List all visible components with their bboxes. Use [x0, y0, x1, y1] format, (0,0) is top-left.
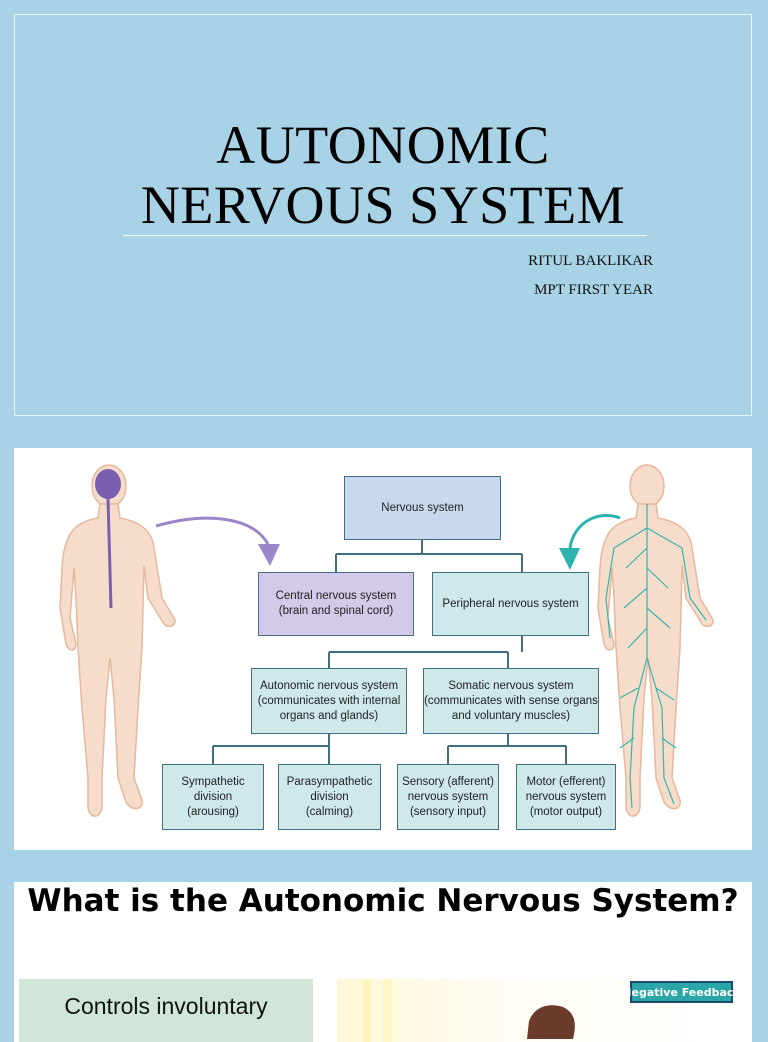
diagram-artwork: [59, 464, 714, 817]
definition-text: Controls involuntary: [64, 993, 268, 1019]
autonomic-nervous-system-box: Autonomic nervous system (communicates w…: [251, 668, 407, 734]
peripheral-nervous-system-label: Peripheral nervous system: [442, 597, 579, 610]
title-line-2: NERVOUS SYSTEM: [140, 175, 626, 235]
parasympathetic-division-label: Parasympathetic division (calming): [286, 775, 373, 818]
head-figure-icon: [527, 1005, 575, 1039]
slide-title: AUTONOMIC NERVOUS SYSTEM: [15, 115, 751, 235]
peripheral-nervous-system-box: Peripheral nervous system: [432, 572, 589, 636]
course-name: MPT FIRST YEAR: [534, 282, 653, 298]
author-name: RITUL BAKLIKAR: [528, 253, 653, 269]
sensory-nervous-system-box: Sensory (afferent) nervous system (senso…: [397, 764, 499, 830]
title-slide: AUTONOMIC NERVOUS SYSTEM RITUL BAKLIKAR …: [14, 14, 752, 416]
motor-nervous-system-label: Motor (efferent) nervous system (motor o…: [525, 775, 607, 818]
motor-nervous-system-box: Motor (efferent) nervous system (motor o…: [516, 764, 616, 830]
somatic-nervous-system-label: Somatic nervous system (communicates wit…: [424, 679, 598, 722]
parasympathetic-division-box: Parasympathetic division (calming): [278, 764, 381, 830]
nerve-network-icon: [605, 504, 707, 809]
nervous-system-label: Nervous system: [381, 501, 464, 514]
nervous-system-box: Nervous system: [344, 476, 501, 540]
right-body-figure: [597, 464, 714, 817]
slide3-title: What is the Autonomic Nervous System?: [27, 883, 739, 919]
purple-arrow-icon: [155, 516, 270, 545]
slide-subtitle: RITUL BAKLIKAR MPT FIRST YEAR: [528, 247, 653, 305]
title-line-1: AUTONOMIC: [216, 115, 550, 175]
purple-arrowhead-icon: [258, 544, 280, 566]
sympathetic-division-box: Sympathetic division (arousing): [162, 764, 264, 830]
definition-text-box: Controls involuntary: [19, 979, 313, 1042]
tree-connectors: [212, 540, 567, 764]
brain-icon: [95, 469, 121, 499]
teal-arrowhead-icon: [559, 548, 580, 570]
autonomic-nervous-system-label: Autonomic nervous system (communicates w…: [257, 679, 401, 722]
definition-slide: What is the Autonomic Nervous System? Co…: [14, 882, 752, 1042]
diagram-slide: Nervous system Central nervous system (b…: [14, 448, 752, 850]
left-body-figure: [59, 464, 176, 817]
sympathetic-division-label: Sympathetic division (arousing): [181, 775, 245, 818]
spinal-cord-icon: [106, 497, 113, 609]
central-nervous-system-label: Central nervous system (brain and spinal…: [275, 590, 397, 617]
central-nervous-system-box: Central nervous system (brain and spinal…: [258, 572, 414, 636]
sensory-nervous-system-label: Sensory (afferent) nervous system (senso…: [402, 775, 494, 818]
title-divider: [123, 235, 647, 236]
teal-arrow-icon: [568, 514, 621, 549]
negative-feedback-badge: Negative Feedback: [622, 981, 741, 1003]
feedback-illustration: Negative Feedback: [337, 979, 743, 1042]
somatic-nervous-system-box: Somatic nervous system (communicates wit…: [423, 668, 599, 734]
